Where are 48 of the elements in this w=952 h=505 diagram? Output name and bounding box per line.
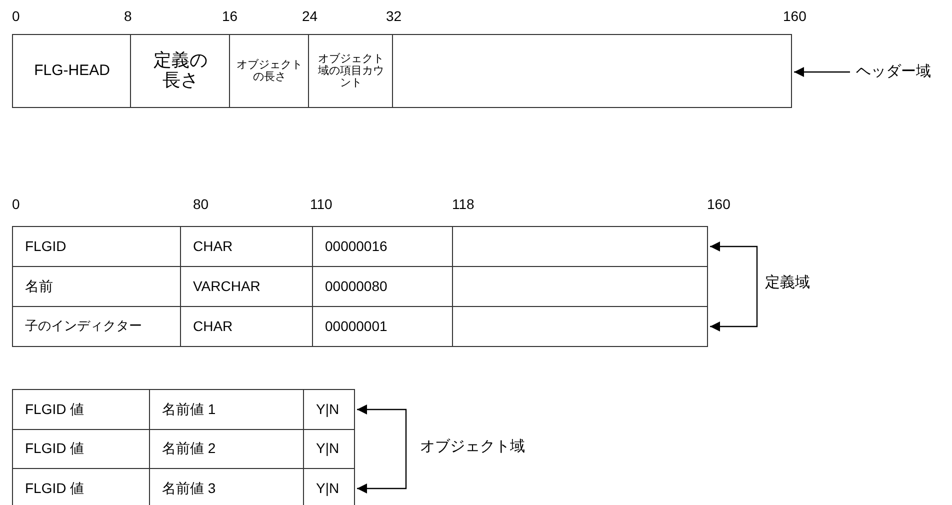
offset-number: 160 bbox=[707, 196, 730, 212]
cell-text: CHAR bbox=[193, 318, 233, 334]
cell-text: 00000080 bbox=[325, 278, 388, 294]
arrow bbox=[794, 67, 850, 77]
arrow bbox=[710, 283, 758, 332]
cell-text: FLGID 値 bbox=[25, 402, 84, 418]
offset-number: 80 bbox=[193, 196, 209, 212]
cell-text: オブジェクトの長さ bbox=[236, 58, 304, 84]
record-row bbox=[12, 266, 708, 307]
cell-text: 名前値 2 bbox=[162, 441, 216, 457]
cell-text: Y|N bbox=[316, 441, 340, 457]
offset-number: 160 bbox=[783, 8, 806, 24]
cell-text: Y|N bbox=[316, 480, 340, 496]
cell-text: FLGID 値 bbox=[25, 441, 84, 457]
offset-number: 16 bbox=[222, 8, 238, 24]
cell-text: 定義の長さ bbox=[152, 51, 208, 91]
cell-text: 名前値 1 bbox=[162, 402, 216, 418]
cell-text: 名前 bbox=[25, 278, 53, 294]
record-row bbox=[12, 468, 355, 505]
cell-text: 名前値 3 bbox=[162, 480, 216, 496]
offset-number: 8 bbox=[124, 8, 132, 24]
offset-number: 32 bbox=[386, 8, 402, 24]
arrow bbox=[357, 447, 407, 494]
offset-number: 24 bbox=[302, 8, 318, 24]
offset-number: 118 bbox=[452, 196, 474, 212]
record-row bbox=[12, 226, 708, 267]
cell-text: 子のインディクター bbox=[25, 319, 142, 334]
cell-text: FLGID 値 bbox=[25, 480, 84, 496]
cell-text: VARCHAR bbox=[193, 278, 260, 294]
arrow bbox=[710, 242, 758, 283]
cell-text: オブジェクト域の項目カウント bbox=[317, 52, 385, 90]
record-row bbox=[12, 34, 792, 108]
offset-number: 0 bbox=[12, 196, 20, 212]
cell-text: CHAR bbox=[193, 238, 233, 254]
record-row bbox=[12, 389, 355, 430]
offset-number: 0 bbox=[12, 8, 20, 24]
cell-text: 00000016 bbox=[325, 238, 388, 254]
record-row bbox=[12, 306, 708, 347]
cell-text: 00000001 bbox=[325, 318, 388, 334]
cell-text: FLGID bbox=[25, 238, 66, 254]
offset-number: 110 bbox=[310, 196, 332, 212]
cell-text: Y|N bbox=[316, 402, 340, 418]
cell-text: FLG-HEAD bbox=[33, 62, 111, 80]
record-row bbox=[12, 429, 355, 469]
area-label: 定義域 bbox=[757, 273, 810, 293]
arrow bbox=[357, 404, 407, 447]
area-label: ヘッダー域 bbox=[850, 62, 931, 82]
area-label: オブジェクト域 bbox=[406, 437, 525, 457]
